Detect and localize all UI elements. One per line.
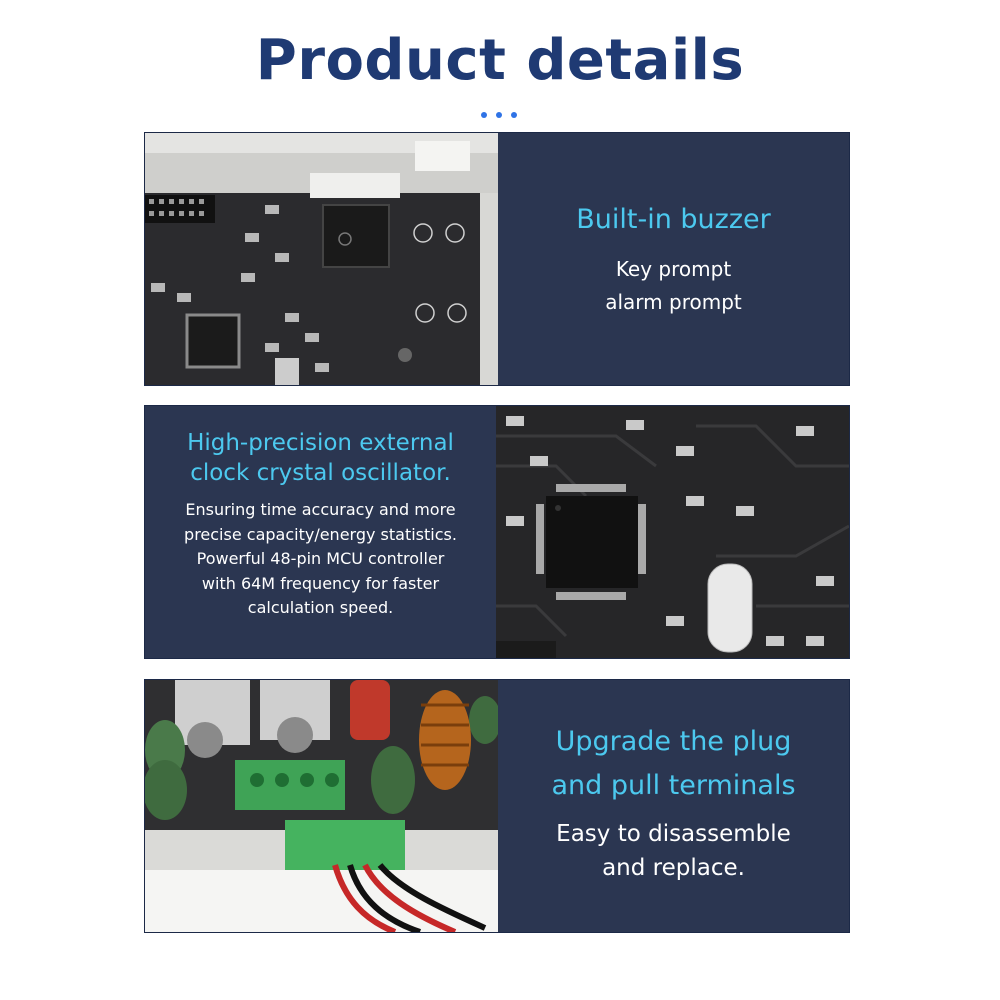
feature-text-line: alarm prompt [605,290,742,314]
page-title: Product details [255,28,745,93]
feature-panel-crystal: High-precision external clock crystal os… [145,406,496,658]
feature-text-line: precise capacity/energy statistics. [184,524,457,544]
feature-text-line: and replace. [602,855,745,881]
decorative-dots [481,112,521,120]
feature-heading-line: and pull terminals [551,770,796,801]
feature-heading-line: clock crystal oscillator. [190,460,451,486]
pcb-buzzer-photo [145,133,498,385]
terminal-connector-photo [145,680,498,932]
feature-text-line: Easy to disassemble [556,821,791,847]
feature-text-line: with 64M frequency for faster [201,573,440,593]
feature-panel-terminals: Upgrade the plug and pull terminals Easy… [498,680,849,932]
feature-row-crystal: High-precision external clock crystal os… [144,405,850,659]
feature-text-line: Key prompt [615,257,732,281]
feature-heading-line: High-precision external [187,430,454,456]
feature-panel-buzzer: Built-in buzzer Key prompt alarm prompt [498,133,849,385]
feature-text-line: Ensuring time accuracy and more [185,500,456,519]
feature-text-line: calculation speed. [247,598,394,617]
feature-heading-line: Built-in buzzer [576,204,771,235]
feature-row-terminals: Upgrade the plug and pull terminals Easy… [144,679,850,933]
mcu-crystal-photo [496,406,849,658]
feature-heading-line: Upgrade the plug [555,726,792,757]
feature-text-line: Powerful 48-pin MCU controller [196,549,445,568]
feature-row-buzzer: Built-in buzzer Key prompt alarm prompt [144,132,850,386]
